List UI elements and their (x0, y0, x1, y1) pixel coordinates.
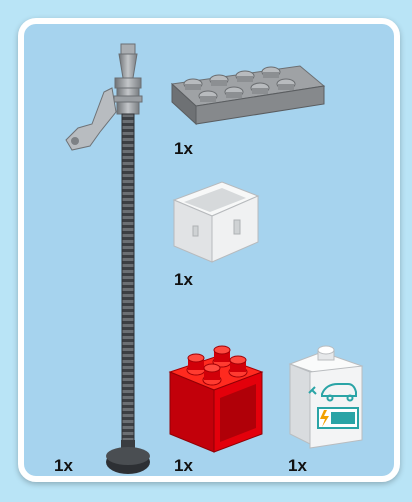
white-box-part (174, 182, 258, 262)
gray-plate-part (172, 66, 324, 124)
white-box-qty-label: 1x (174, 270, 193, 290)
red-container-qty-label: 1x (174, 456, 193, 476)
ev-charger-brick-part (290, 346, 362, 448)
red-container-part (170, 346, 262, 452)
hose-qty-label: 1x (54, 456, 73, 476)
plate-qty-label: 1x (174, 139, 193, 159)
hose-part (66, 44, 150, 474)
ev-brick-qty-label: 1x (288, 456, 307, 476)
